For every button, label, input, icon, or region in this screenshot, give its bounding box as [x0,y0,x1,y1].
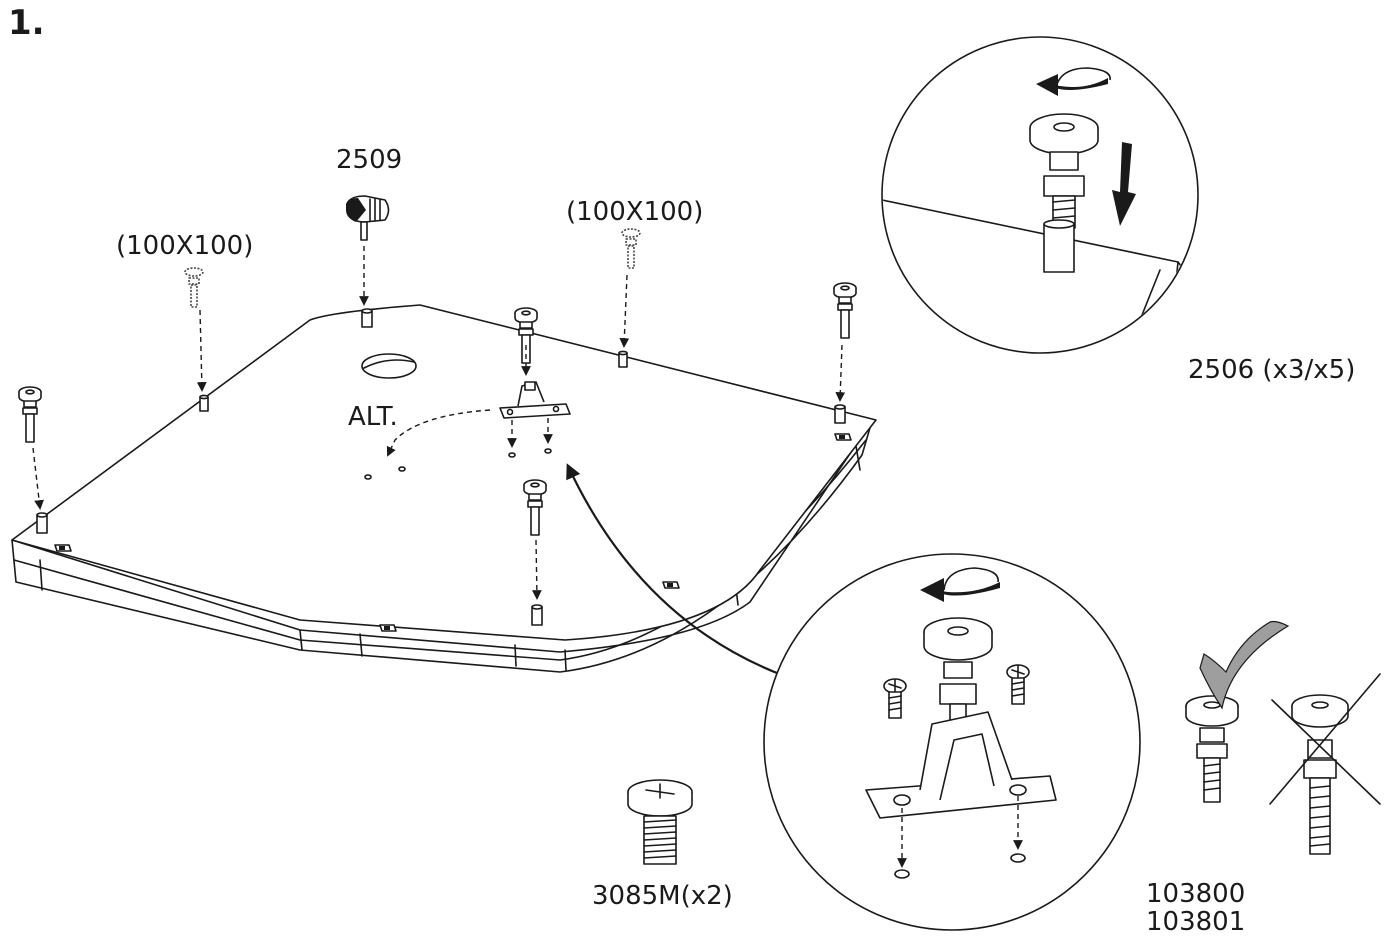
label-alt: ALT. [348,402,398,432]
label-103801: 103801 [1146,907,1245,937]
rotate-counterclockwise-icon [1036,67,1111,96]
post [199,394,209,412]
vesa-foot-right [621,228,641,269]
leveling-foot-large [1029,113,1099,273]
label-2506: 2506 (x3/x5) [1188,355,1355,385]
label-100x100-right: (100X100) [566,197,703,227]
leveling-foot [18,386,42,443]
label-100x100-left: (100X100) [116,231,253,261]
base-plate [11,304,877,673]
label-103800: 103800 [1146,879,1245,909]
screw-3085m [627,779,693,865]
label-3085m: 3085M(x2) [592,881,733,911]
foot-correct [1185,695,1239,803]
checkmark-icon [1199,620,1290,710]
leveling-foot [833,282,857,339]
vesa-foot-left [184,267,204,308]
screw [1006,664,1030,705]
leveling-foot-large [923,617,993,735]
step-number: 1. [8,3,45,43]
post [36,512,48,534]
part-2509 [346,195,390,241]
bracket [499,381,571,419]
cross-icon [1269,673,1381,805]
rotate-counterclockwise-icon [920,567,1000,602]
label-2509: 2509 [336,145,402,175]
detail-circle-top [881,36,1199,354]
bracket-large [865,711,1057,819]
post [361,308,373,328]
foot-incorrect [1291,694,1349,855]
detail-circle-bottom [763,553,1141,931]
post [834,404,846,424]
detail-pointer-arrow [566,463,784,677]
post [618,350,628,368]
screw [883,678,907,719]
post [531,604,543,626]
arrow-down-icon [1112,142,1136,226]
